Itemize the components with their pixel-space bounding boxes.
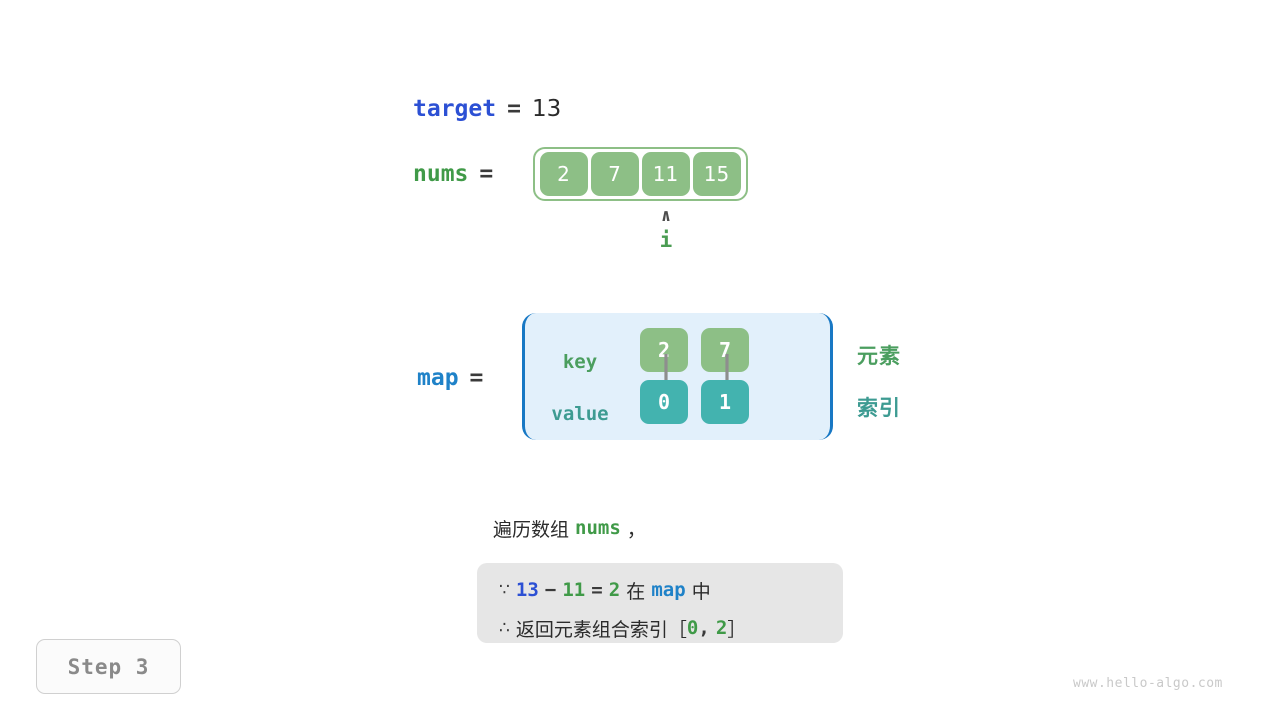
nums-array-container: 2 7 11 15 xyxy=(533,147,748,201)
index-pointer-label: i xyxy=(659,228,673,252)
caption-traverse-array: 遍历数组 nums ， xyxy=(493,514,646,542)
map-row-labels: key value xyxy=(525,313,635,440)
formula-answer-comma: , xyxy=(698,617,710,639)
map-column-0: 2 0 xyxy=(640,328,688,424)
nums-cell-1: 7 xyxy=(590,152,639,196)
formula-minus-sign: − xyxy=(544,579,557,601)
watermark-url: www.hello-algo.com xyxy=(1073,676,1223,691)
formula-line-2: ∴ 返回元素组合索引 ［ 0 , 2 ］ xyxy=(499,609,821,647)
formula-operand-target: 13 xyxy=(515,579,539,601)
formula-in-text: 在 xyxy=(626,580,646,603)
map-container: key value 2 0 7 1 xyxy=(522,313,833,440)
formula-result-value: 2 xyxy=(608,579,621,601)
map-row-label-key: key xyxy=(562,351,598,373)
therefore-symbol-icon: ∴ xyxy=(499,618,510,638)
nums-assignment-row: nums = xyxy=(413,159,504,189)
caption-suffix-text: ， xyxy=(620,518,646,541)
map-row-label-value: value xyxy=(551,403,609,425)
formula-operand-current: 11 xyxy=(562,579,586,601)
formula-bracket-close: ］ xyxy=(727,618,747,641)
target-assignment-row: target = 13 xyxy=(413,93,561,125)
target-value: 13 xyxy=(531,96,562,122)
map-variable-name: map xyxy=(417,365,459,391)
legend-index-label: 索引 xyxy=(857,396,901,420)
map-column-1: 7 1 xyxy=(701,328,749,424)
formula-line-1: ∵ 13 − 11 = 2 在 map 中 xyxy=(499,571,821,609)
because-symbol-icon: ∵ xyxy=(499,580,510,600)
target-equals-sign: = xyxy=(507,96,521,122)
nums-cell-2: 11 xyxy=(641,152,690,196)
formula-explanation-box: ∵ 13 − 11 = 2 在 map 中 ∴ 返回元素组合索引 ［ 0 , 2… xyxy=(477,563,843,643)
nums-cell-3: 15 xyxy=(692,152,741,196)
caption-prefix-text: 遍历数组 xyxy=(493,518,576,541)
formula-equals-sign: = xyxy=(591,579,603,601)
formula-map-token: map xyxy=(651,579,686,601)
map-value-cell-1: 1 xyxy=(701,380,749,424)
formula-answer-index-0: 0 xyxy=(686,617,699,639)
caption-code-nums: nums xyxy=(575,517,621,539)
formula-bracket-open: ［ xyxy=(667,618,687,641)
legend-element-label: 元素 xyxy=(857,344,901,368)
target-variable-name: target xyxy=(413,96,497,122)
step-badge: Step 3 xyxy=(36,639,181,694)
nums-cell-0: 2 xyxy=(539,152,588,196)
index-pointer: ∧ i xyxy=(648,207,684,255)
formula-tail-text: 中 xyxy=(691,580,711,603)
caret-up-icon: ∧ xyxy=(660,206,672,226)
formula-answer-index-1: 2 xyxy=(715,617,728,639)
map-assignment-row: map = xyxy=(417,363,494,393)
nums-variable-name: nums xyxy=(413,161,469,187)
map-equals-sign: = xyxy=(469,365,484,391)
formula-conclusion-text: 返回元素组合索引 xyxy=(515,618,668,641)
map-value-cell-0: 0 xyxy=(640,380,688,424)
nums-equals-sign: = xyxy=(479,161,494,187)
